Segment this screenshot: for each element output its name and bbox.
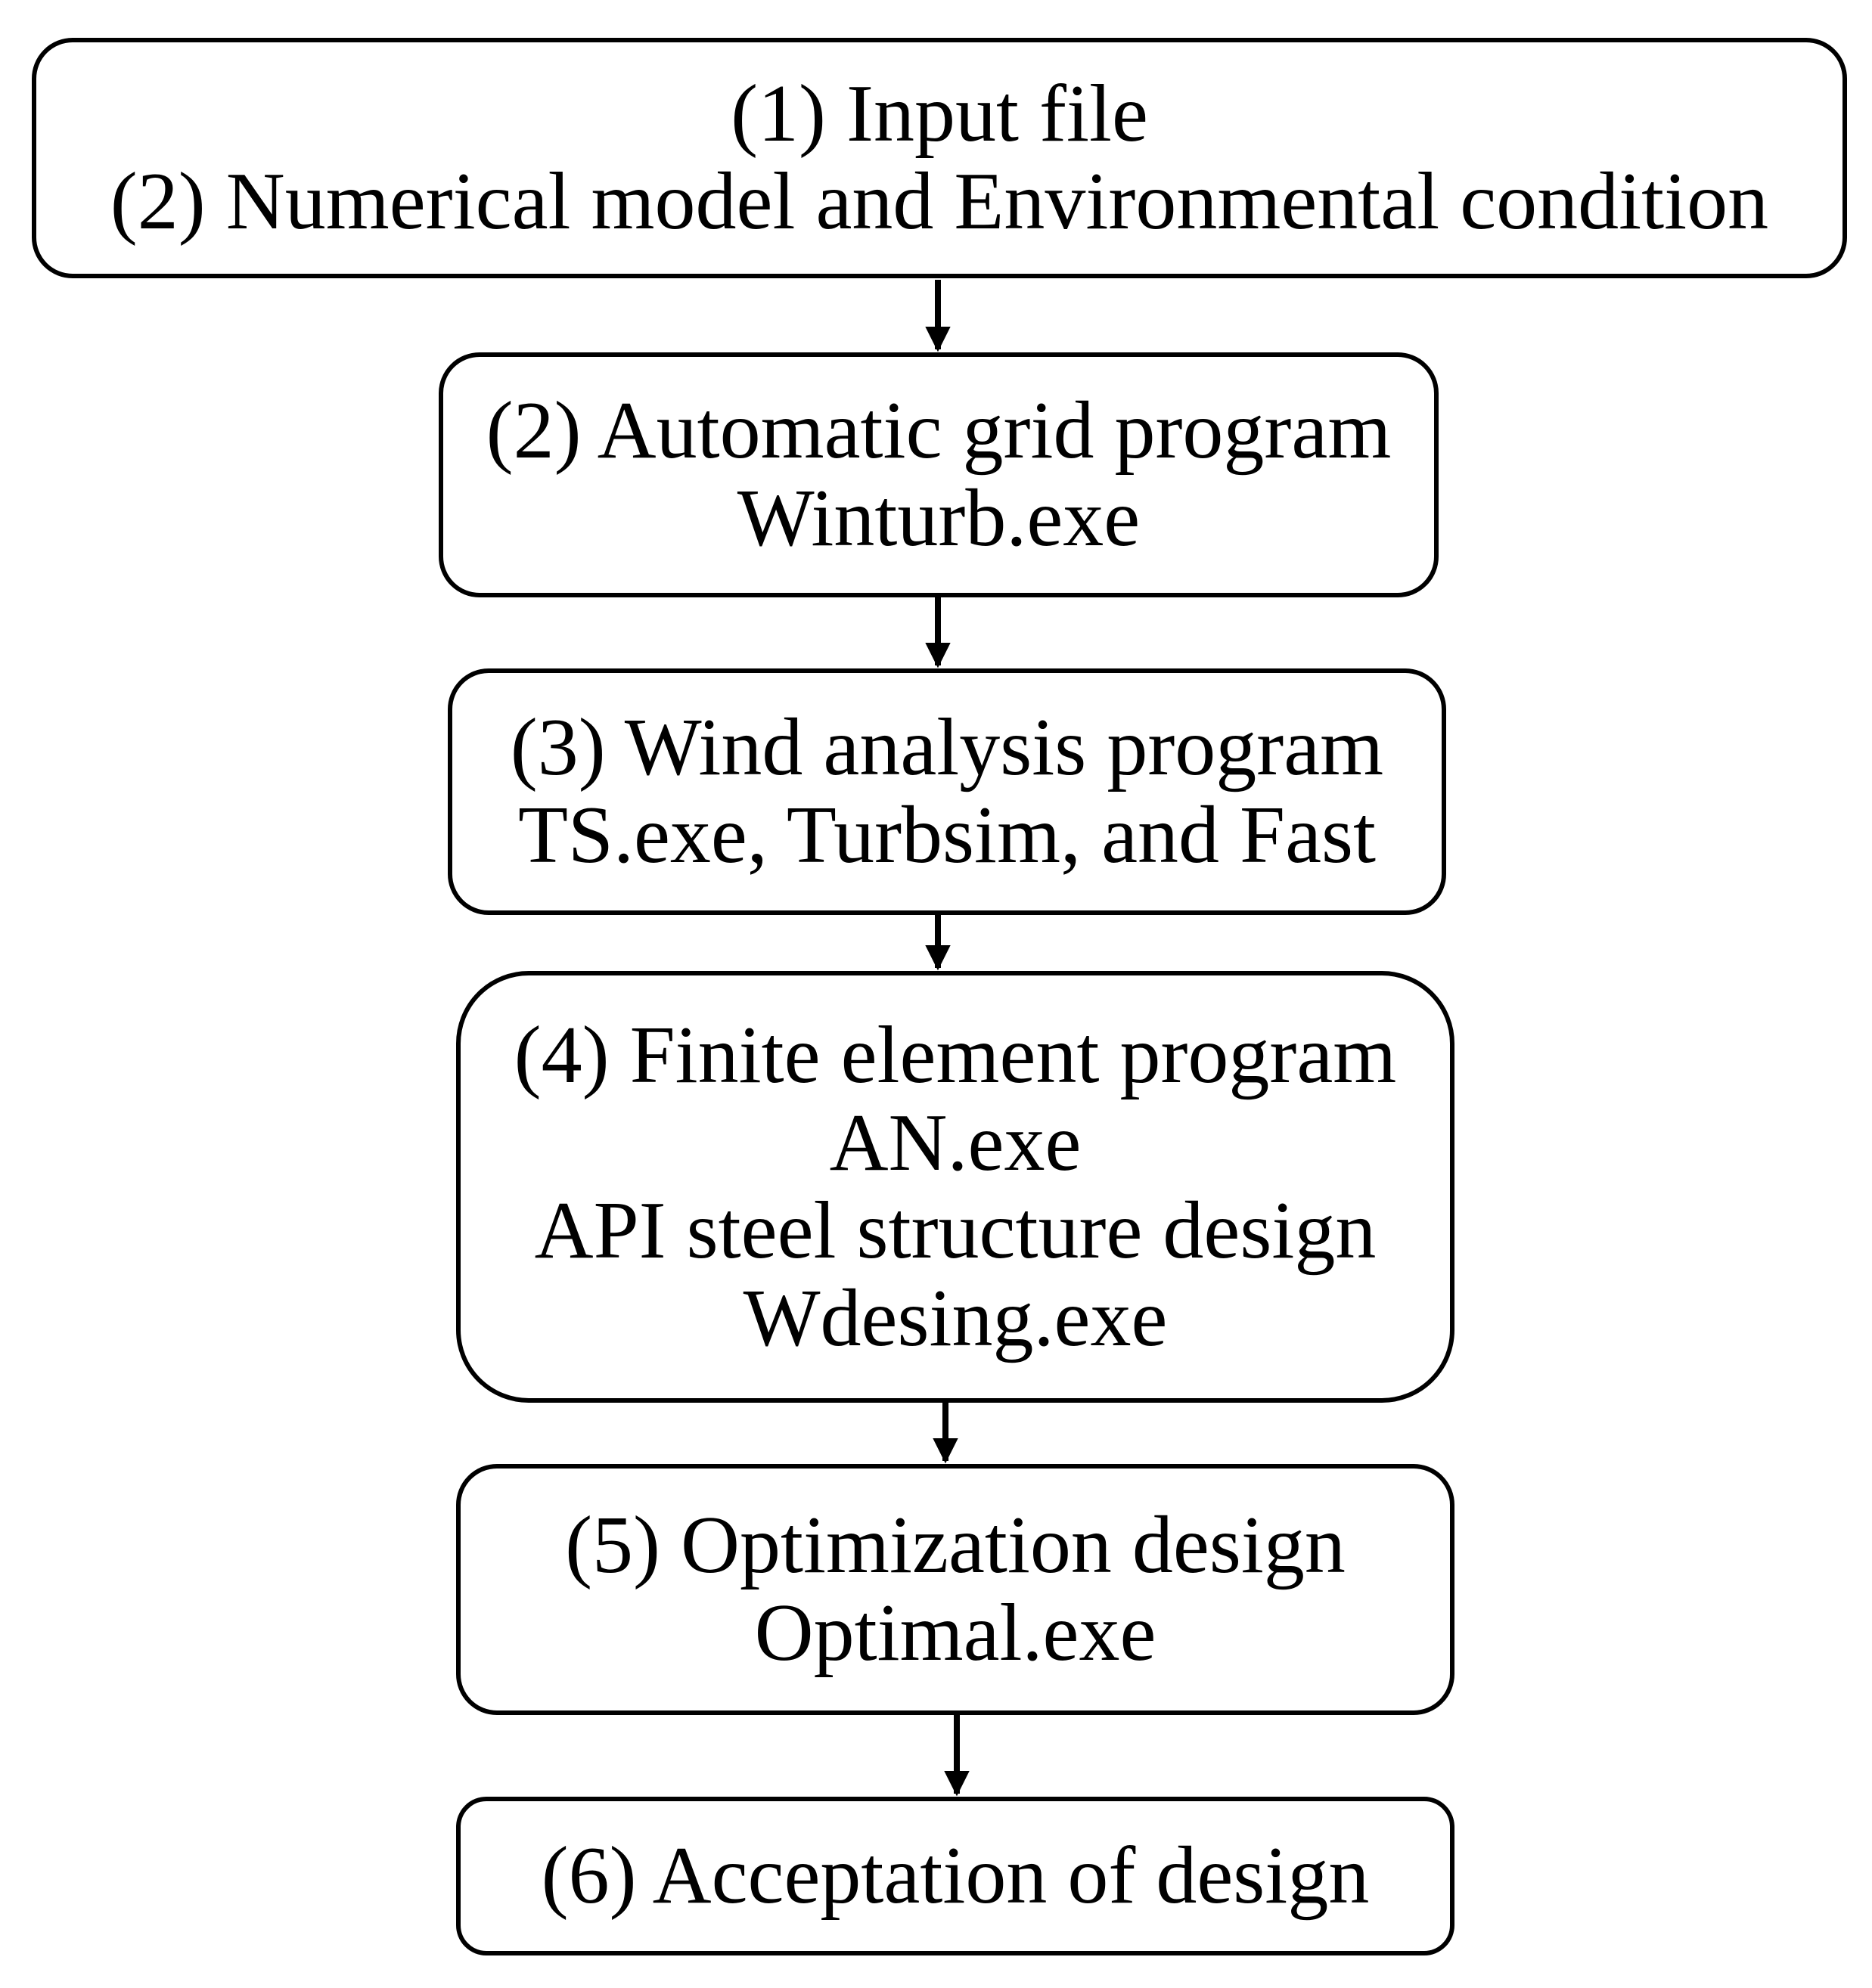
step-1-box: (1) Input file (2) Numerical model and E… [32, 38, 1847, 278]
step-6-box: (6) Acceptation of design [456, 1797, 1454, 1955]
step-2-line-2: Winturb.exe [737, 473, 1141, 563]
step-4-line-3: API steel structure design [534, 1185, 1377, 1276]
step-5-box: (5) Optimization design Optimal.exe [456, 1464, 1454, 1715]
step-1-line-2: (2) Numerical model and Environmental co… [110, 157, 1769, 247]
step-2-line-1: (2) Automatic grid program [486, 386, 1392, 476]
step-5-line-1: (5) Optimization design [565, 1500, 1346, 1590]
step-4-line-2: AN.exe [829, 1097, 1082, 1188]
step-3-line-1: (3) Wind analysis program [510, 702, 1384, 792]
step-4-line-1: (4) Finite element program [514, 1010, 1397, 1100]
step-6-line-1: (6) Acceptation of design [541, 1831, 1370, 1921]
step-5-line-2: Optimal.exe [754, 1588, 1156, 1678]
step-4-line-4: Wdesing.exe [743, 1273, 1168, 1363]
step-3-line-2: TS.exe, Turbsim, and Fast [517, 790, 1377, 880]
step-3-box: (3) Wind analysis program TS.exe, Turbsi… [448, 668, 1446, 915]
step-2-box: (2) Automatic grid program Winturb.exe [439, 352, 1439, 597]
step-1-line-1: (1) Input file [731, 69, 1148, 159]
step-4-box: (4) Finite element program AN.exe API st… [456, 971, 1454, 1403]
